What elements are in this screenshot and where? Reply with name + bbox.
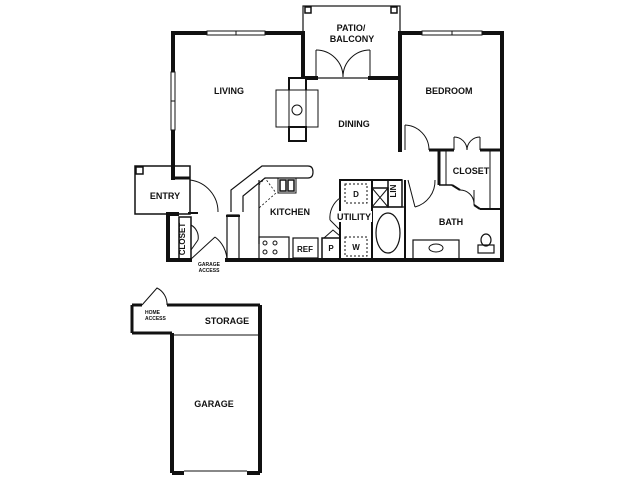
door-swing-patio-left <box>315 49 344 78</box>
door-swing-entry <box>189 179 219 213</box>
label-garage-access-1: GARAGE <box>198 262 221 268</box>
label-closet-bedroom: CLOSET <box>453 166 490 176</box>
label-linen: LIN <box>389 184 398 197</box>
label-washer: W <box>352 243 360 252</box>
dining-table <box>275 77 319 142</box>
label-home-access-1: HOME <box>145 310 161 316</box>
garage <box>130 287 262 475</box>
label-home-access-2: ACCESS <box>145 316 167 322</box>
label-utility: UTILITY <box>337 212 371 222</box>
kitchen <box>226 165 319 261</box>
label-living: LIVING <box>214 86 244 96</box>
label-kitchen: KITCHEN <box>270 207 310 217</box>
door-swing-patio-right <box>342 49 371 78</box>
utility-label-bg <box>336 211 372 222</box>
door-swing-bedroom <box>404 124 430 151</box>
door-swing-home-access <box>141 287 168 306</box>
label-dining: DINING <box>338 119 370 129</box>
label-storage: STORAGE <box>205 316 249 326</box>
label-patio-1: PATIO/ <box>337 23 366 33</box>
door-swing-garage-access <box>214 236 228 261</box>
label-entry: ENTRY <box>150 191 180 201</box>
label-bedroom: BEDROOM <box>426 86 473 96</box>
label-refrigerator: REF <box>297 245 313 254</box>
label-closet-entry: CLOSET <box>178 223 187 256</box>
label-garage: GARAGE <box>194 399 234 409</box>
linen-closet <box>371 179 403 208</box>
label-patio-2: BALCONY <box>330 34 375 44</box>
label-dryer: D <box>353 190 359 199</box>
bedroom-closet <box>404 124 502 210</box>
label-bath: BATH <box>439 217 463 227</box>
label-pantry: P <box>328 244 334 253</box>
entry <box>134 165 228 261</box>
windows <box>170 30 483 131</box>
label-garage-access-2: ACCESS <box>199 268 221 274</box>
patio <box>302 5 401 79</box>
